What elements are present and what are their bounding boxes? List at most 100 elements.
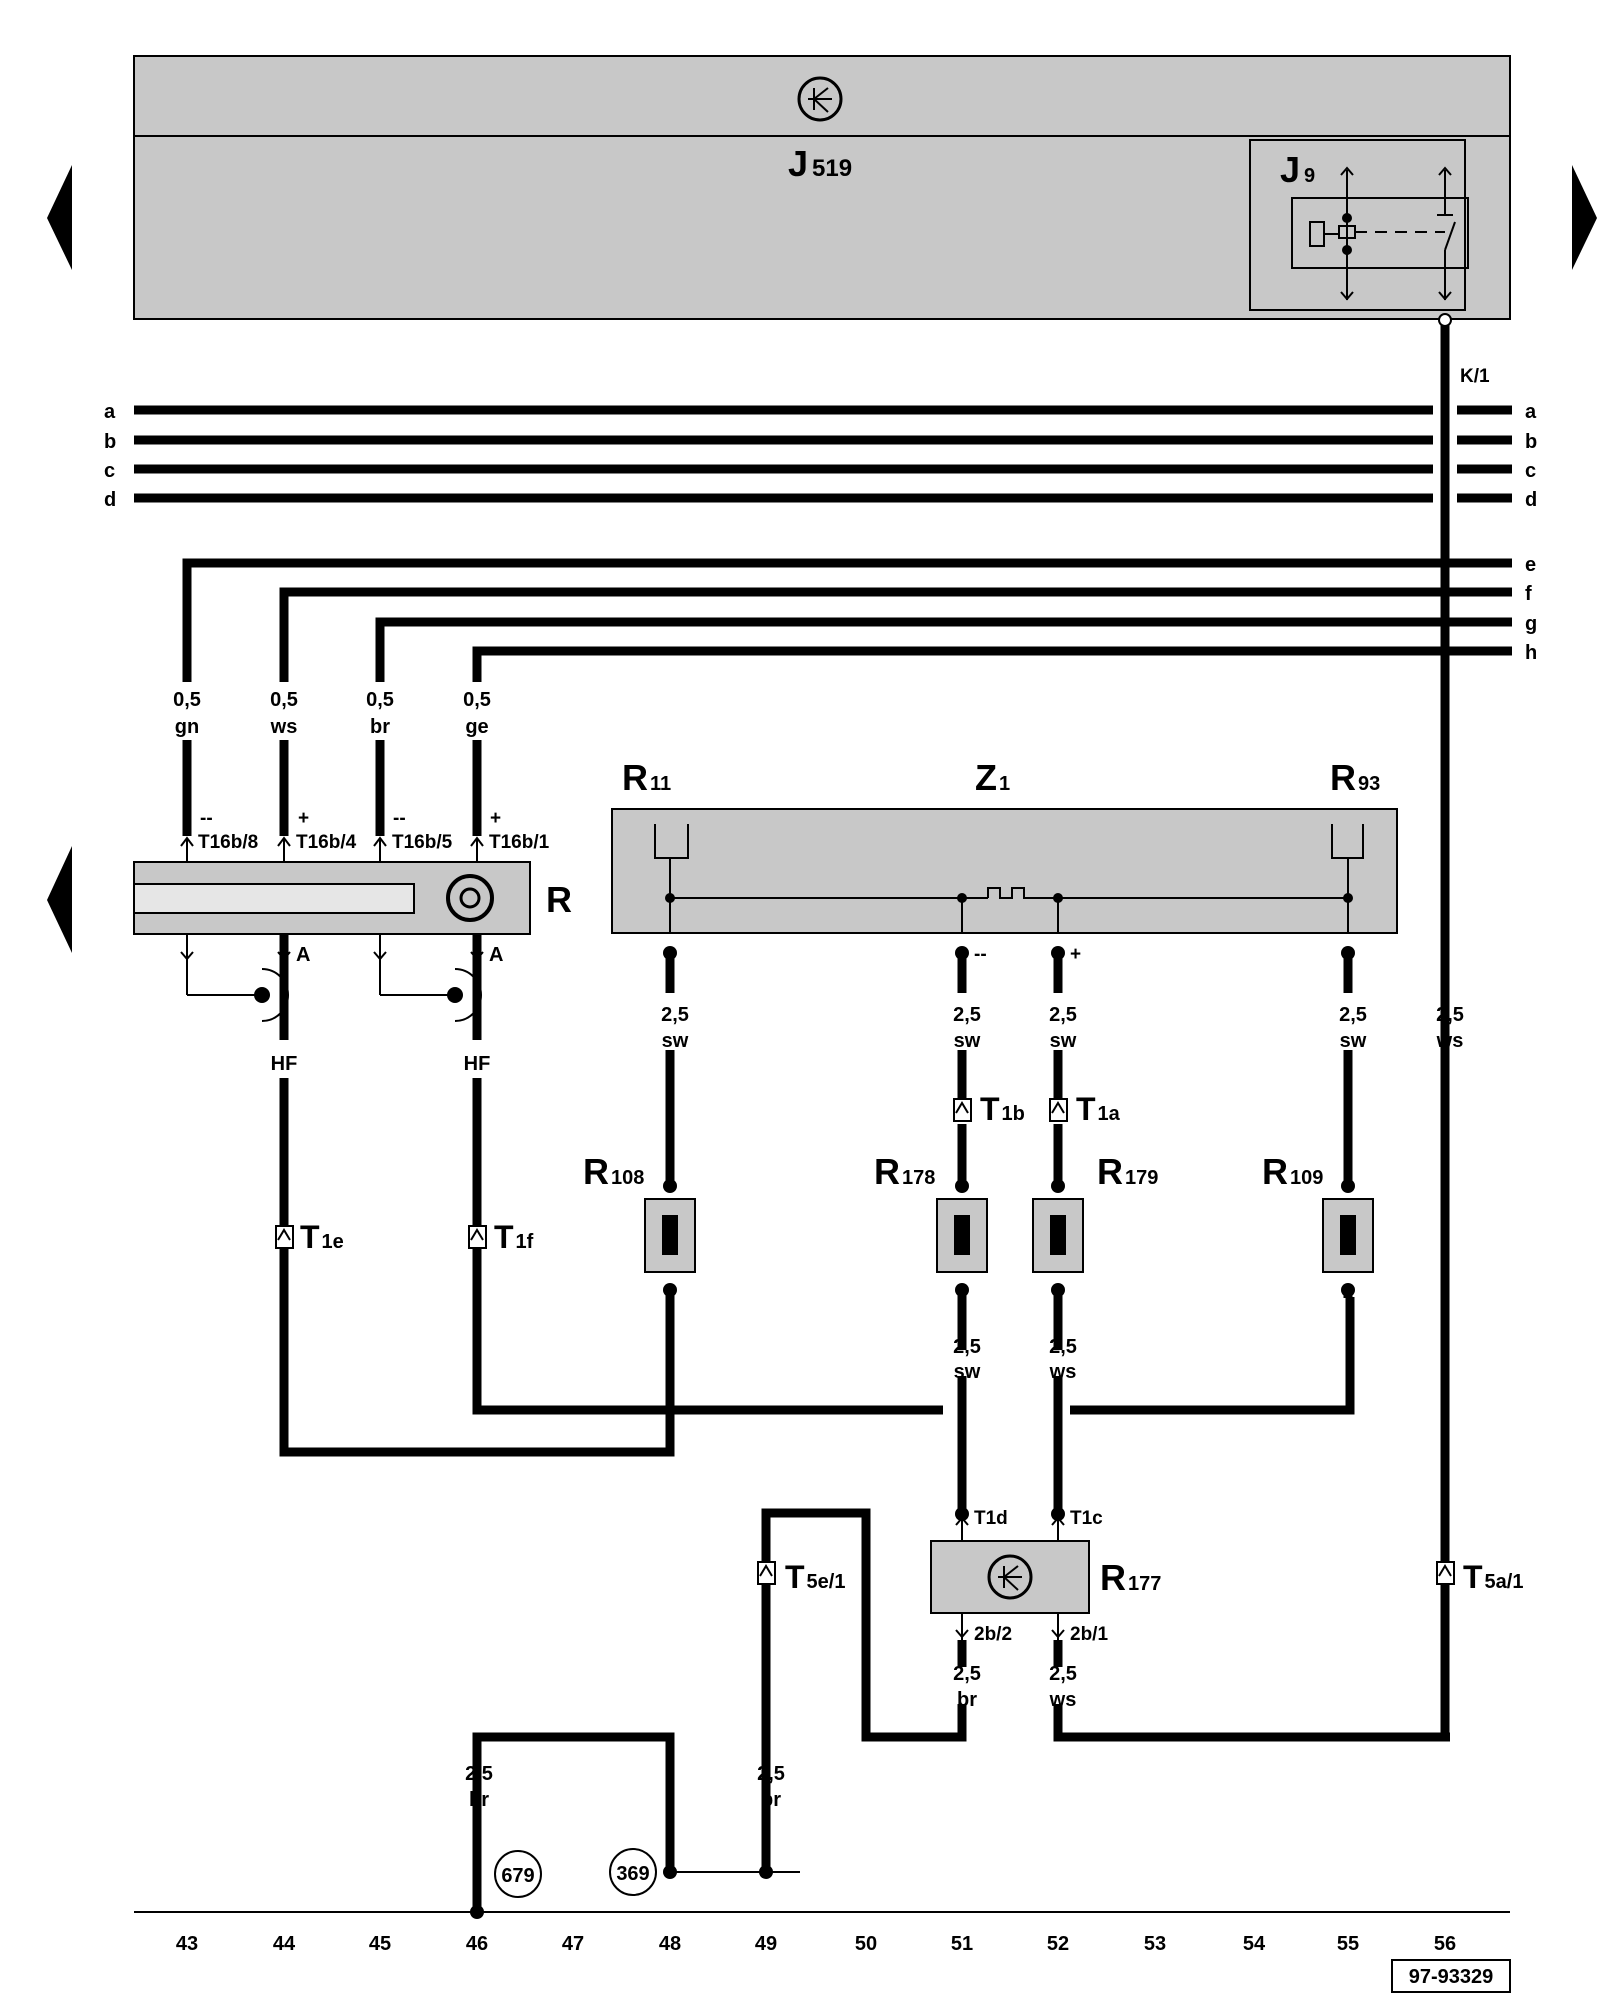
z1-internal-circuit [654, 824, 1364, 933]
radio-pin-labels: -- T16b/8 + T16b/4 -- T16b/5 + T16b/1 [198, 808, 550, 853]
wire-t1e-loop [279, 1078, 675, 1457]
j9-relay-internals [1309, 166, 1456, 301]
polarity-t16b4: + [298, 808, 309, 829]
spec-49-color: br [761, 1789, 781, 1811]
spec-r178-mid-color: sw [954, 1361, 981, 1383]
bus-lines [134, 405, 1512, 656]
prev-page-arrow-icon[interactable] [47, 165, 72, 270]
bus-label-e: e [1525, 554, 1536, 576]
bus-label-f: f [1525, 583, 1532, 605]
ground-junction-48 [663, 1865, 677, 1879]
wire-size-ge: 0,5 [463, 689, 491, 711]
bus-label-h: h [1525, 642, 1537, 664]
radio-input-wires [182, 558, 1433, 836]
grid-45: 45 [369, 1933, 391, 1955]
bus-label-c-right: c [1525, 460, 1536, 482]
spec-r178-top-color: sw [954, 1030, 981, 1052]
pin-t16b5: T16b/5 [392, 832, 453, 853]
grid-49: 49 [755, 1933, 777, 1955]
radio-display-slot [133, 883, 415, 914]
antenna-mark-1: A [296, 944, 310, 966]
connector-t1b-icon [953, 1098, 972, 1122]
radio-antenna-connections [180, 934, 484, 1022]
z1-minus-mark: -- [974, 944, 987, 965]
wire-size-ws: 0,5 [270, 689, 298, 711]
radio-wire-specs: 0,5 gn 0,5 ws 0,5 br 0,5 ge [173, 689, 491, 738]
j9-relay-body [1291, 197, 1469, 269]
bus-label-b-right: b [1525, 431, 1537, 453]
grid-47: 47 [562, 1933, 584, 1955]
grid-51: 51 [951, 1933, 973, 1955]
z1-plus-mark: + [1070, 944, 1081, 965]
label-radio-r: R [546, 879, 572, 920]
r177-pins [955, 1514, 1065, 1640]
radio-pin-arrows [180, 836, 484, 862]
radio-knob-icon [446, 874, 494, 922]
wire-color-gn: gn [175, 716, 199, 738]
grid-44: 44 [273, 1933, 296, 1955]
wire-size-br: 0,5 [366, 689, 394, 711]
ground-point-679-label: 679 [501, 1865, 534, 1887]
pin-t16b4: T16b/4 [296, 832, 357, 853]
prev-page-arrow-lower-icon[interactable] [47, 846, 72, 953]
hf-label-1: HF [271, 1053, 298, 1075]
j9-relay-frame [1249, 139, 1466, 311]
z1-wire-specs: 2,5 sw 2,5 sw 2,5 sw 2,5 sw 2,5 ws [661, 1004, 1464, 1052]
polarity-t16b1: + [490, 808, 501, 829]
z1-rear-window-heater [611, 808, 1398, 934]
grid-55: 55 [1337, 1933, 1359, 1955]
ground-point-369-label: 369 [616, 1863, 649, 1885]
wire-r177-ws-low [1053, 1704, 1450, 1742]
wire-t1f-loop [472, 1078, 943, 1415]
spec-r177-br-color: br [957, 1689, 977, 1711]
grid-52: 52 [1047, 1933, 1069, 1955]
grid-numbers: 43 44 45 46 47 48 49 50 51 52 53 54 55 5… [176, 1933, 1456, 1955]
spec-46-color: br [469, 1789, 489, 1811]
next-page-arrow-icon[interactable] [1572, 165, 1597, 270]
wire-color-br: br [370, 716, 390, 738]
spec-r108-top-size: 2,5 [661, 1004, 689, 1026]
pin-t16b8: T16b/8 [198, 832, 258, 853]
spec-r179-mid-size: 2,5 [1049, 1336, 1077, 1358]
connector-t5e1-icon [757, 1561, 776, 1585]
pin-t1c: T1c [1070, 1508, 1103, 1529]
spec-r177-br-size: 2,5 [953, 1663, 981, 1685]
grid-43: 43 [176, 1933, 198, 1955]
wire-r109-return [1070, 1297, 1355, 1415]
spec-r178-top-size: 2,5 [953, 1004, 981, 1026]
choke-output-specs: 2,5 sw 2,5 ws [953, 1336, 1077, 1383]
bus-label-a: a [104, 401, 116, 423]
grid-56: 56 [1434, 1933, 1456, 1955]
ground-wire-specs: 2,5 br 2,5 br [465, 1763, 785, 1811]
connector-t5a1-icon [1436, 1561, 1455, 1585]
connector-t1e-icon [275, 1225, 294, 1249]
polarity-t16b8: -- [200, 808, 213, 829]
bus-label-c: c [104, 460, 115, 482]
j519-header-band [133, 55, 1511, 137]
wire-ground-46 [472, 1732, 675, 1912]
j519-electronic-symbol-icon [797, 76, 843, 122]
grid-53: 53 [1144, 1933, 1166, 1955]
spec-r179-top-color: sw [1050, 1030, 1077, 1052]
connector-t1a-icon [1049, 1098, 1068, 1122]
choke-output-wires [663, 1283, 1355, 1521]
z1-output-wires [663, 946, 1355, 1193]
wire-color-ge: ge [465, 716, 488, 738]
bus-label-a-right: a [1525, 401, 1537, 423]
bus-label-b: b [104, 431, 116, 453]
